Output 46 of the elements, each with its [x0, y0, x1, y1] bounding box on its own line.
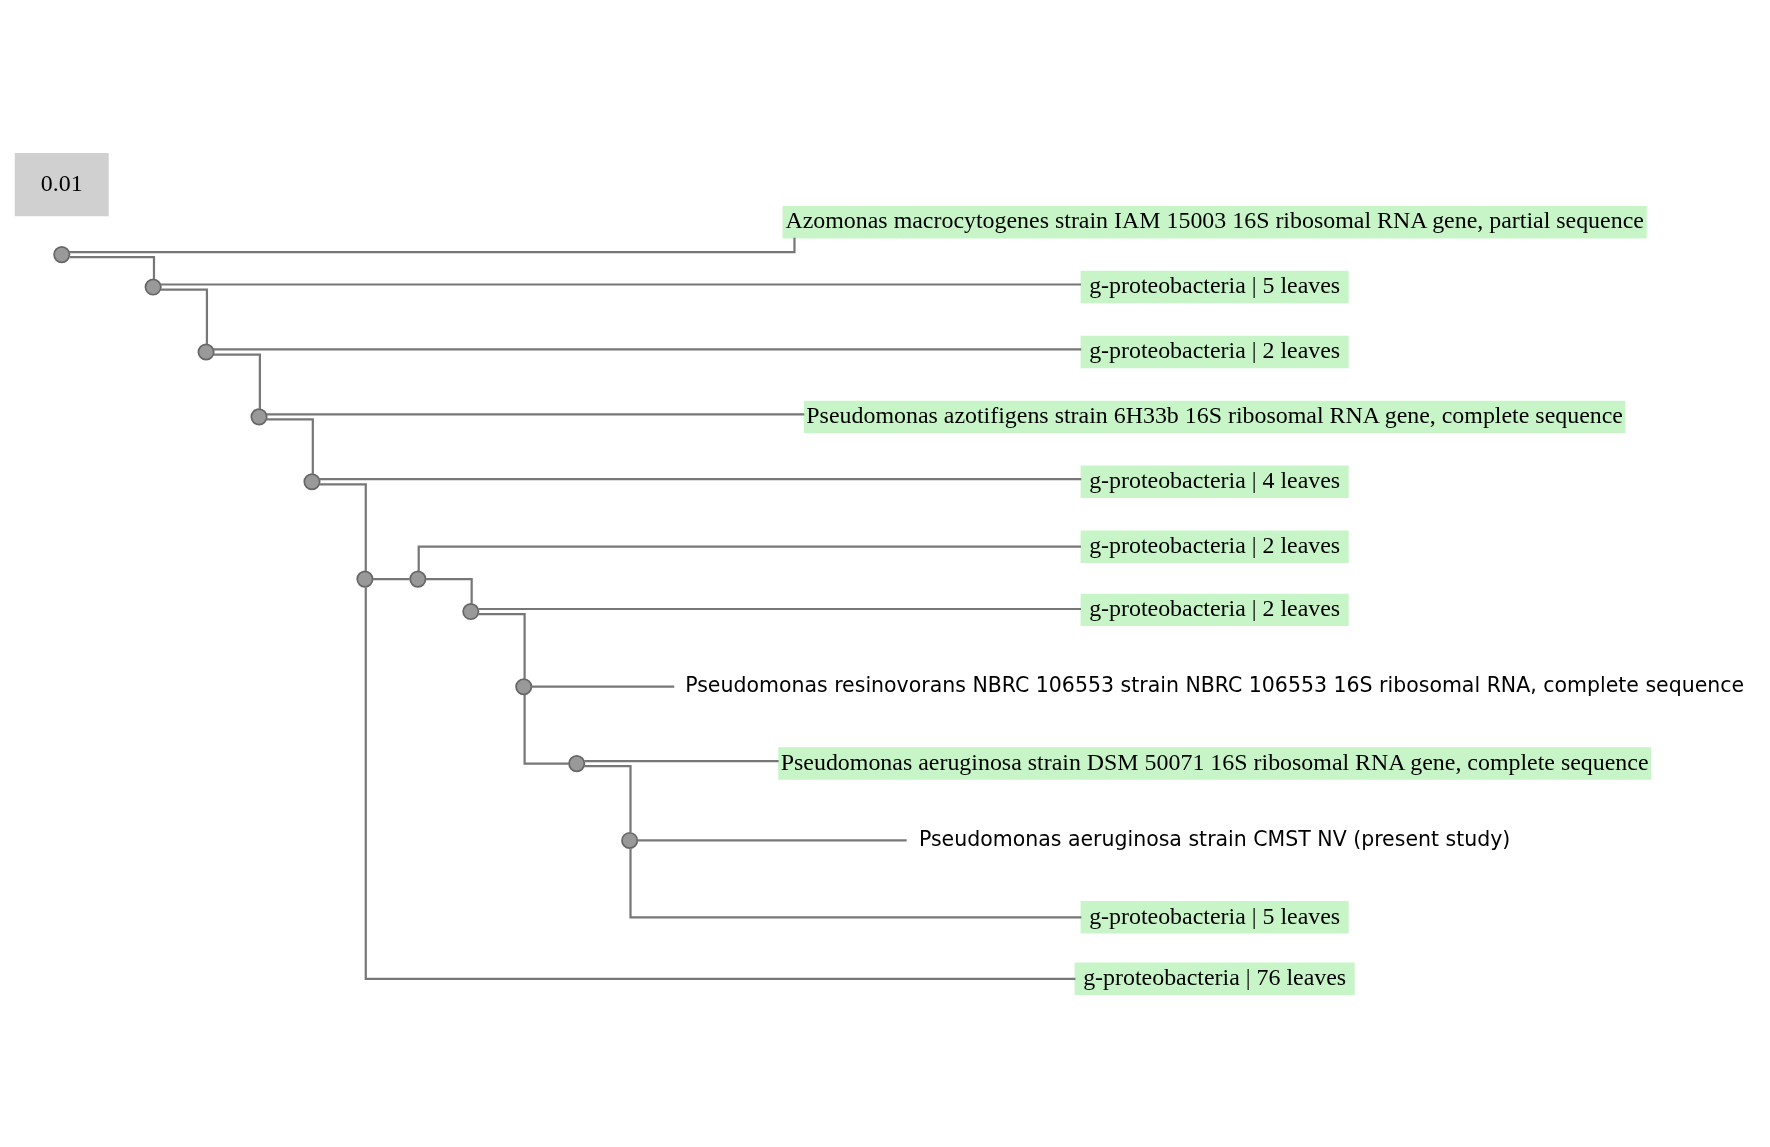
connector — [319, 482, 367, 571]
node-box: g-proteobacteria | 2 leaves — [1080, 529, 1349, 563]
node-box: g-proteobacteria | 5 leaves — [1080, 270, 1349, 303]
connector — [213, 347, 1082, 350]
connector — [584, 764, 632, 832]
connector — [364, 587, 1076, 980]
node-box: Pseudomonas aeruginosa strain DSM 50071 16S ribosomal RNA gene, complete sequence — [778, 746, 1652, 780]
node-box: g-proteobacteria | 2 leaves — [1080, 335, 1349, 368]
node-circle — [409, 570, 427, 588]
connector — [319, 477, 1082, 480]
node-box: Azomonas macrocytogenes strain IAM 15003 16S ribosomal RNA gene, partial sequence — [782, 205, 1647, 238]
connector — [523, 693, 569, 765]
node-circle — [621, 831, 639, 849]
node-circle — [356, 570, 374, 588]
node-circle — [197, 342, 215, 360]
connector — [160, 282, 1081, 286]
connector — [69, 237, 796, 253]
node-circle — [303, 472, 321, 490]
label: 0.01 — [40, 169, 83, 196]
connector — [584, 759, 779, 762]
connector — [266, 417, 314, 474]
connector — [213, 352, 261, 409]
connector — [478, 607, 1081, 610]
connector — [372, 577, 410, 580]
connector — [160, 288, 209, 344]
node-box: g-proteobacteria | 5 leaves — [1080, 900, 1349, 934]
node-circle — [144, 278, 162, 296]
node-box: g-proteobacteria | 4 leaves — [1080, 465, 1349, 498]
connector — [478, 612, 526, 679]
connector — [629, 847, 1082, 918]
node-circle — [250, 407, 268, 425]
connector — [531, 685, 675, 688]
connector — [425, 577, 473, 603]
connector — [266, 412, 805, 415]
connector — [69, 255, 156, 279]
node-text: Pseudomonas aeruginosa strain CMST NV (present study) — [918, 826, 1511, 851]
node-circle — [515, 677, 533, 695]
connector — [417, 545, 1081, 571]
node-box: Pseudomonas azotifigens strain 6H33b 16S ribosomal RNA gene, complete sequence — [803, 400, 1626, 433]
node-circle — [53, 245, 71, 263]
node-circle — [568, 754, 586, 772]
node-box: g-proteobacteria | 2 leaves — [1080, 593, 1349, 626]
node-text: Pseudomonas resinovorans NBRC 106553 strain NBRC 106553 16S ribosomal RNA, complete sequence — [685, 672, 1745, 697]
node-circle — [462, 602, 480, 620]
node-box: g-proteobacteria | 76 leaves — [1074, 962, 1355, 995]
connector — [637, 838, 907, 842]
